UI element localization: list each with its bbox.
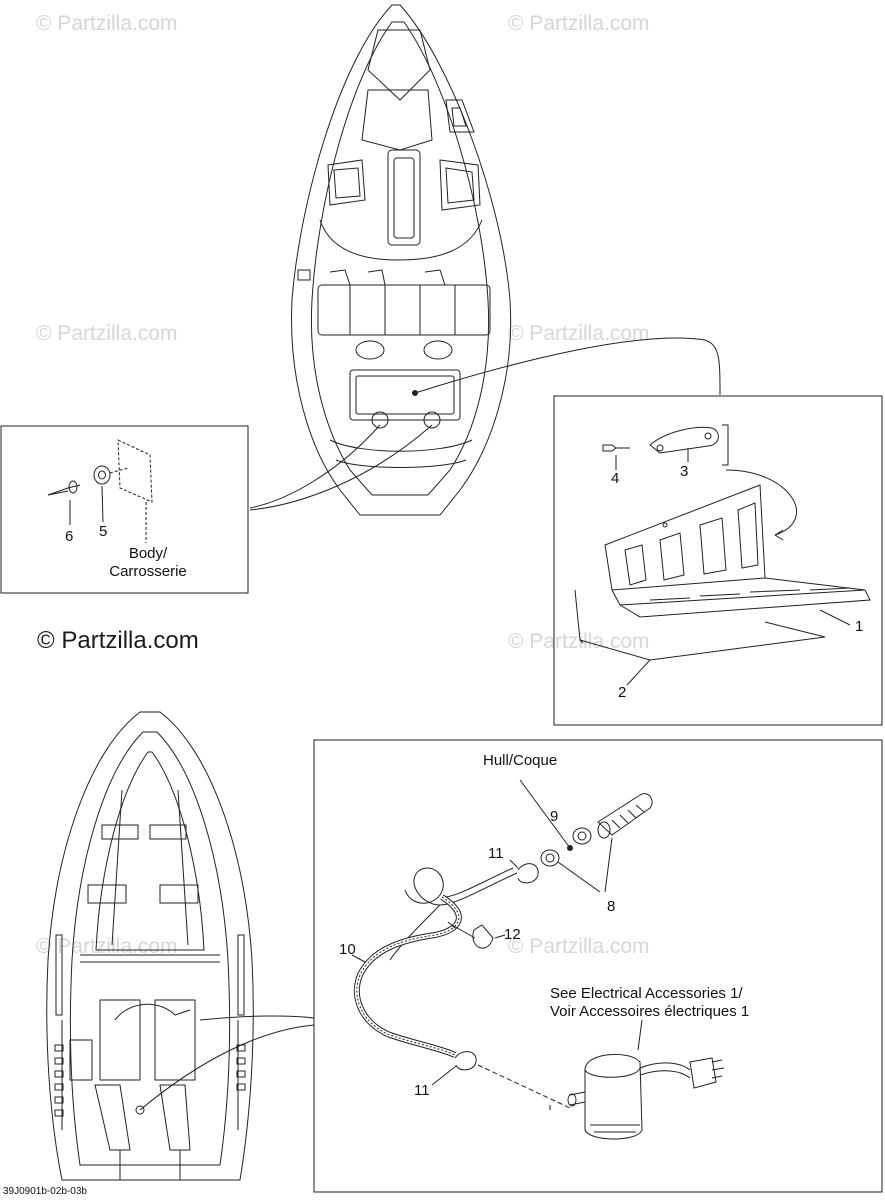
right-detail-box xyxy=(553,395,883,726)
callout-2: 2 xyxy=(618,684,627,701)
callout-3: 3 xyxy=(680,463,689,480)
callout-10: 10 xyxy=(339,941,356,958)
watermark-mid-left: © Partzilla.com xyxy=(36,322,178,345)
body-label: Body/ Carrosserie xyxy=(98,545,198,581)
callout-11-lower: 11 xyxy=(414,1082,430,1099)
main-watermark: © Partzilla.com xyxy=(37,627,199,654)
electrical-line2: Voir Accessoires électriques 1 xyxy=(550,1003,750,1020)
left-detail-parts xyxy=(47,439,153,543)
callout-6: 6 xyxy=(65,528,74,545)
callout-1: 1 xyxy=(855,618,864,635)
bottom-detail-parts xyxy=(351,779,725,1140)
watermark-mid-right: © Partzilla.com xyxy=(508,322,650,345)
callout-4: 4 xyxy=(611,470,620,487)
right-detail-parts xyxy=(574,424,871,686)
watermark-bottom-left: © Partzilla.com xyxy=(36,935,178,958)
hull-label: Hull/Coque xyxy=(483,752,558,769)
bottom-boat-illustration xyxy=(46,711,254,1181)
electrical-accessories-label: See Electrical Accessories 1/ Voir Acces… xyxy=(550,985,749,1021)
callout-8: 8 xyxy=(607,898,616,915)
watermark-lower-right: © Partzilla.com xyxy=(508,630,650,653)
electrical-line1: See Electrical Accessories 1/ xyxy=(550,985,743,1002)
left-detail-box xyxy=(0,425,249,594)
watermark-bottom-right: © Partzilla.com xyxy=(508,935,650,958)
top-boat-illustration xyxy=(291,4,512,516)
callout-12: 12 xyxy=(504,926,521,943)
diagram-code: 39J0901b-02b-03b xyxy=(3,1186,87,1197)
callout-11-upper: 11 xyxy=(488,845,504,862)
body-label-line2: Carrosserie xyxy=(109,563,187,580)
callout-5: 5 xyxy=(99,523,108,540)
body-label-line1: Body/ xyxy=(128,545,168,562)
watermark-top-left: © Partzilla.com xyxy=(36,12,178,35)
callout-9: 9 xyxy=(550,808,559,825)
watermark-top-right: © Partzilla.com xyxy=(508,12,650,35)
bottom-detail-box xyxy=(313,739,883,1193)
